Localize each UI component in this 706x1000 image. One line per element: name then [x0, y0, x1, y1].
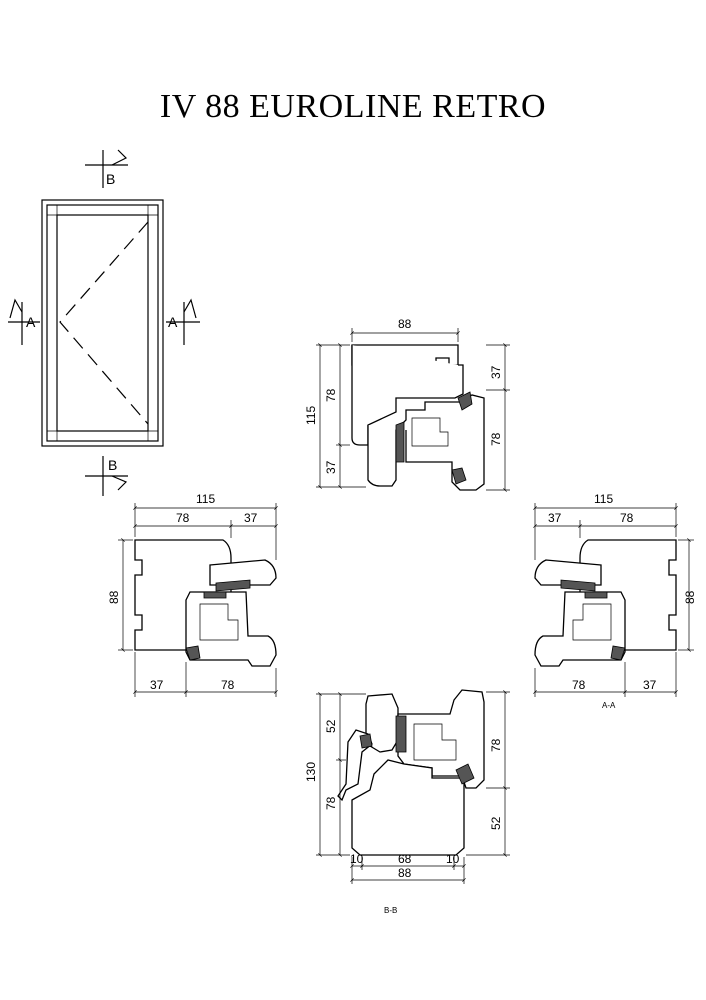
bottom-left-lower-dim: 78: [324, 796, 338, 810]
top-right-lower-dim: 78: [489, 432, 503, 446]
bottom-right-lower-dim: 52: [489, 816, 503, 830]
right-section-profile: [534, 539, 677, 667]
bottom-section-dimensions: 130 52 78 78 52 10 68 10 88 B-B: [304, 690, 510, 915]
bottom-dim-b: 68: [398, 852, 412, 866]
top-width-dim: 88: [398, 317, 412, 331]
top-left-upper-dim: 78: [324, 388, 338, 402]
left-section-dimensions: 115 78 37 88 37 78: [107, 492, 278, 697]
top-right-upper-dim: 37: [489, 365, 503, 379]
bottom-right-upper-dim: 78: [489, 738, 503, 752]
right-top-a-dim: 37: [548, 511, 562, 525]
bottom-left-upper-dim: 52: [324, 719, 338, 733]
bottom-width-dim: 88: [398, 866, 412, 880]
marker-a-label: A: [168, 314, 178, 330]
top-height-total-dim: 115: [304, 406, 318, 425]
top-section-profile: [351, 344, 485, 491]
left-bottom-b-dim: 78: [221, 678, 235, 692]
right-bottom-a-dim: 78: [572, 678, 586, 692]
left-section-profile: [134, 539, 277, 667]
marker-b-label: B: [108, 457, 117, 473]
right-bottom-b-dim: 37: [643, 678, 657, 692]
left-height-dim: 88: [107, 590, 121, 604]
top-left-lower-dim: 37: [324, 460, 338, 474]
bottom-dim-a: 10: [350, 852, 364, 866]
left-top-a-dim: 78: [176, 511, 190, 525]
page-title: IV 88 EUROLINE RETRO: [159, 88, 547, 125]
right-width-total-dim: 115: [594, 492, 613, 506]
section-marker-a-left: A: [8, 298, 40, 345]
section-marker-a-right: A: [166, 298, 200, 345]
section-label-aa: A-A: [602, 701, 616, 710]
bottom-height-total-dim: 130: [304, 762, 318, 782]
left-width-total-dim: 115: [196, 492, 215, 506]
right-section-dimensions: 115 37 78 88 78 37 A-A: [533, 492, 697, 710]
left-top-b-dim: 37: [244, 511, 258, 525]
left-bottom-a-dim: 37: [150, 678, 164, 692]
right-height-dim: 88: [683, 590, 697, 604]
marker-a-label: A: [26, 314, 36, 330]
right-top-b-dim: 78: [620, 511, 634, 525]
section-marker-b-bottom: B: [85, 456, 128, 496]
marker-b-label: B: [106, 171, 115, 187]
top-section-dimensions: 88 115 78 37 37 78: [304, 317, 510, 492]
bottom-dim-c: 10: [446, 852, 460, 866]
section-label-bb: B-B: [384, 906, 397, 915]
section-marker-b-top: B: [85, 149, 128, 188]
bottom-section-profile: [337, 689, 485, 856]
window-elevation: [41, 199, 164, 447]
